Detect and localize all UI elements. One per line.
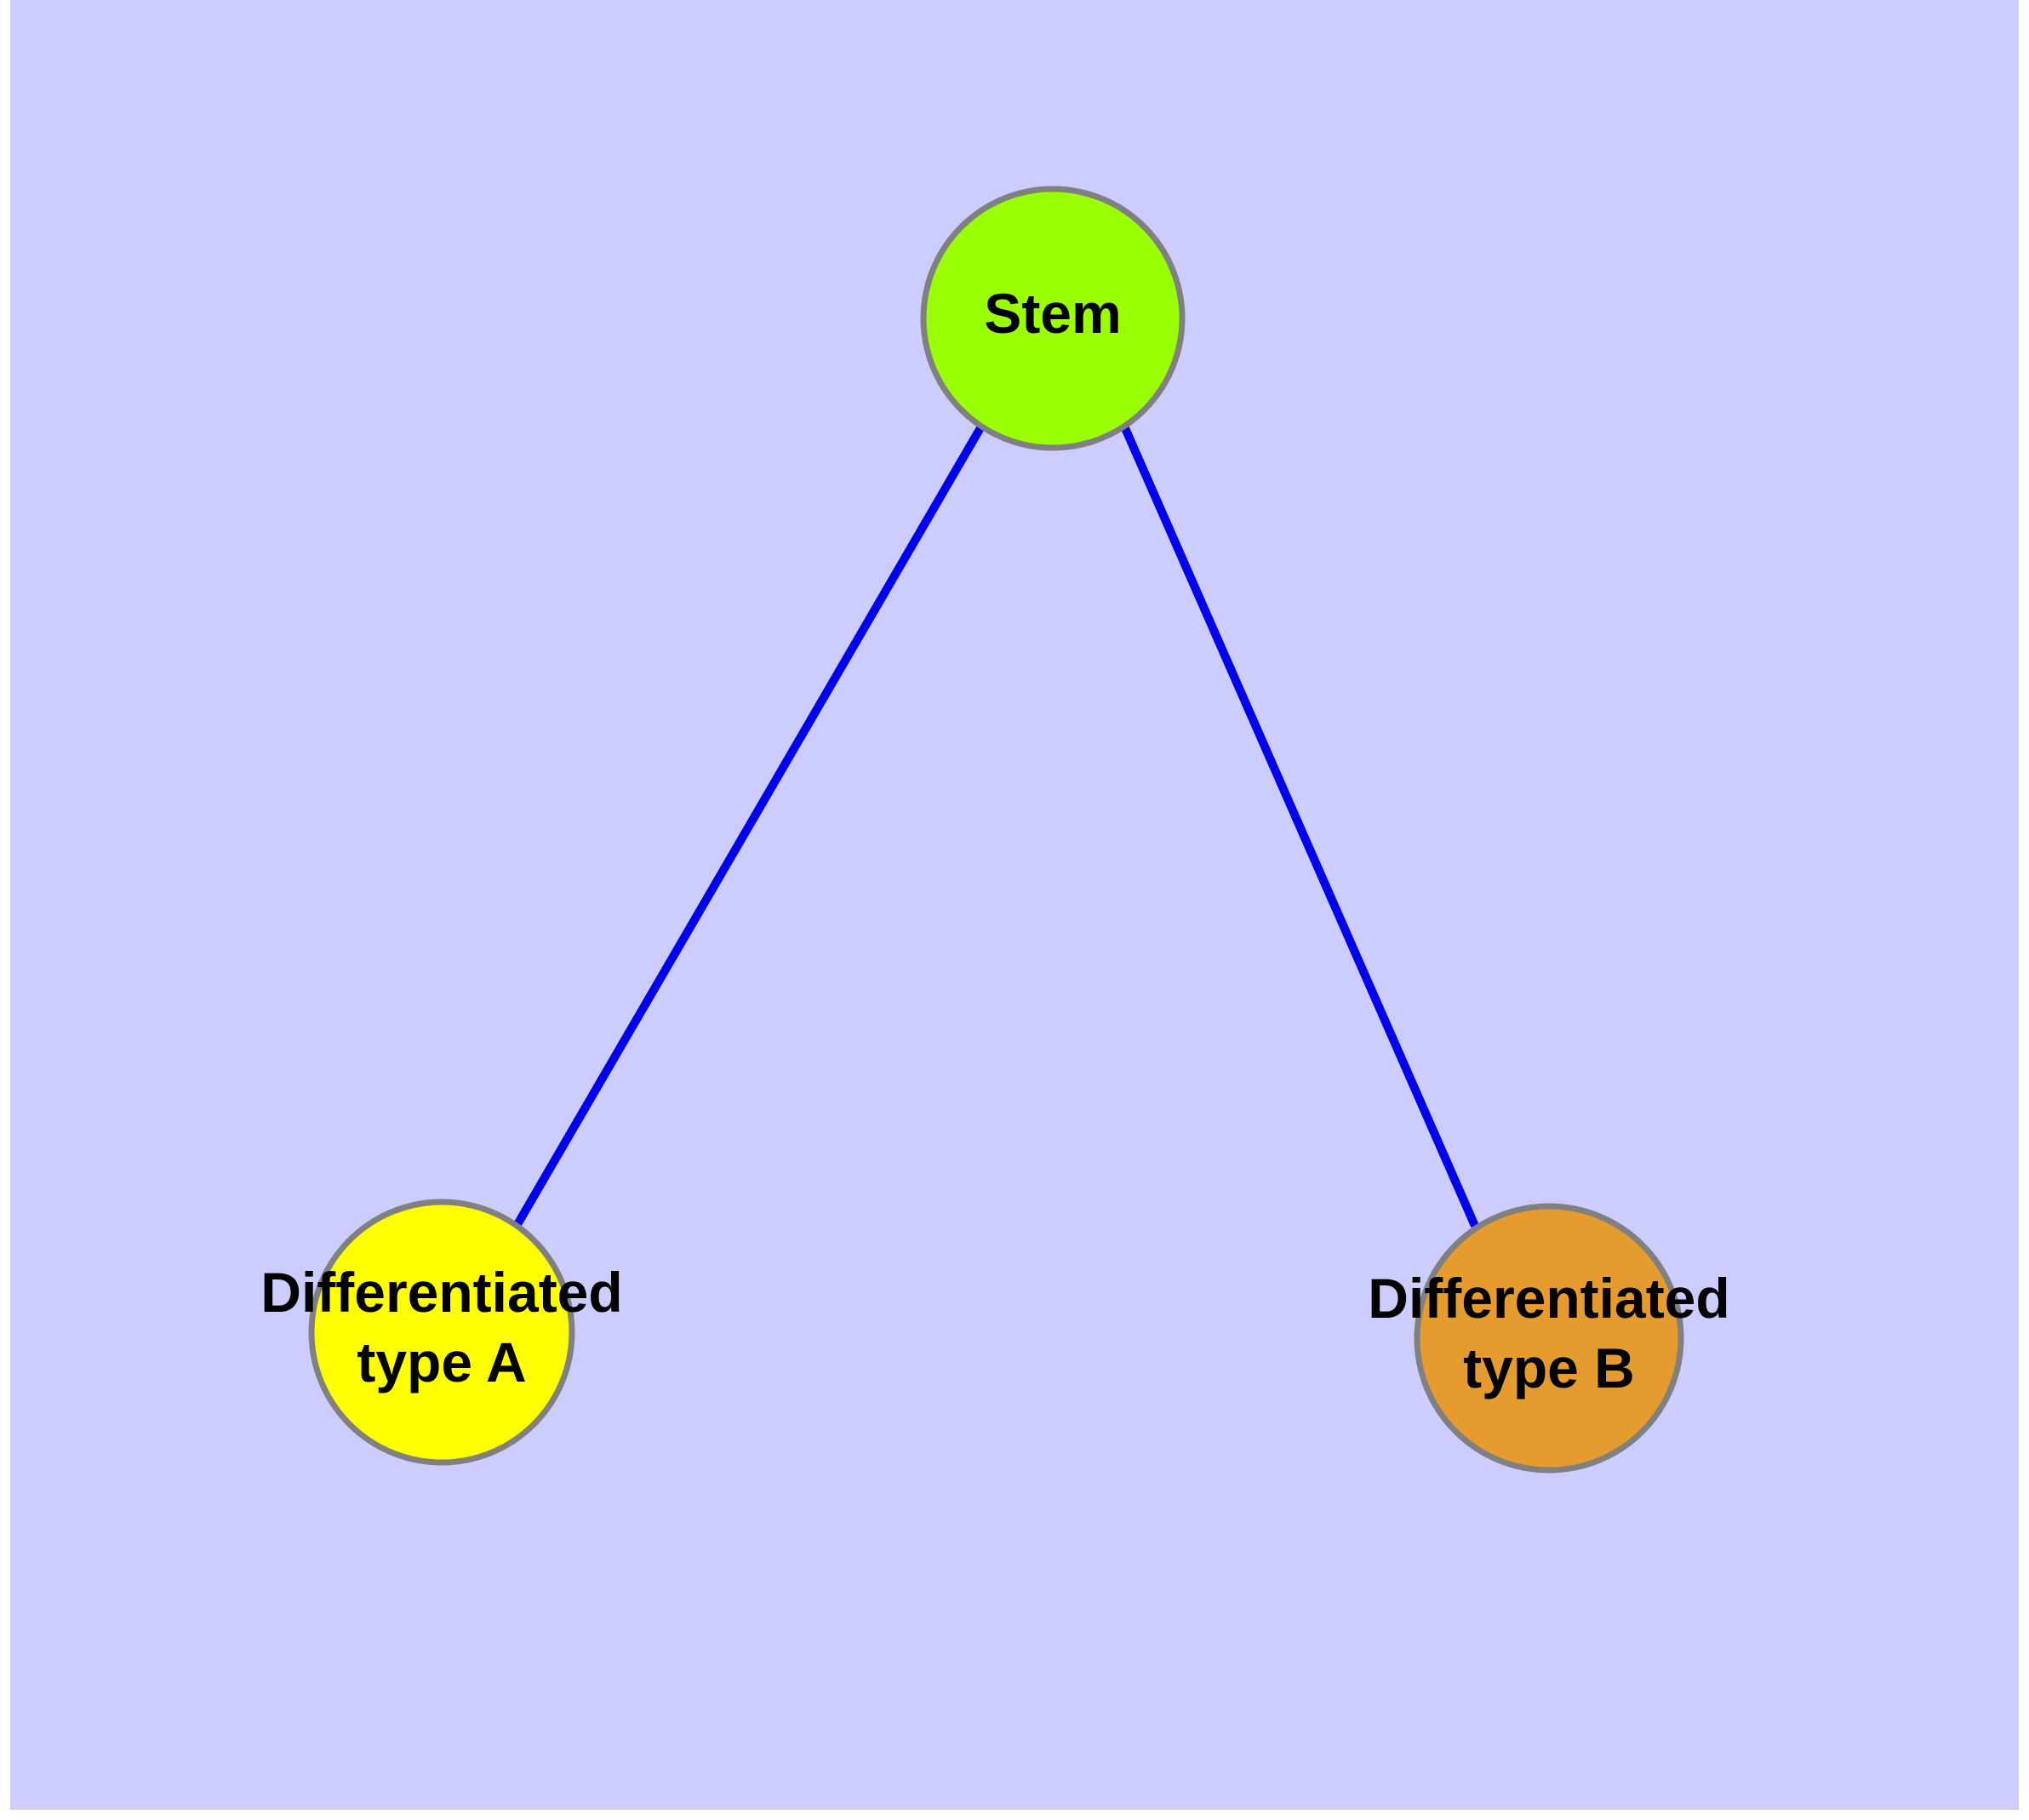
graph-edge-stem-to-diff-a[interactable] xyxy=(512,424,986,1228)
node-label-line: Differentiated xyxy=(1368,1268,1729,1331)
graph-edge-stem-to-diff-b[interactable] xyxy=(1121,426,1479,1228)
node-label-line: type B xyxy=(1463,1336,1635,1399)
node-circle-diff_a[interactable] xyxy=(308,1199,575,1466)
node-label-line: Differentiated xyxy=(260,1262,622,1325)
node-label-line: type A xyxy=(357,1331,526,1394)
edges-layer xyxy=(512,424,1479,1228)
node-circle-stem[interactable] xyxy=(920,186,1186,451)
node-label-stem: Stem xyxy=(984,282,1121,345)
node-circle-diff_b[interactable] xyxy=(1414,1203,1684,1474)
node-label-line: Stem xyxy=(984,282,1121,345)
graph-node-stem[interactable]: Stem xyxy=(920,186,1186,451)
